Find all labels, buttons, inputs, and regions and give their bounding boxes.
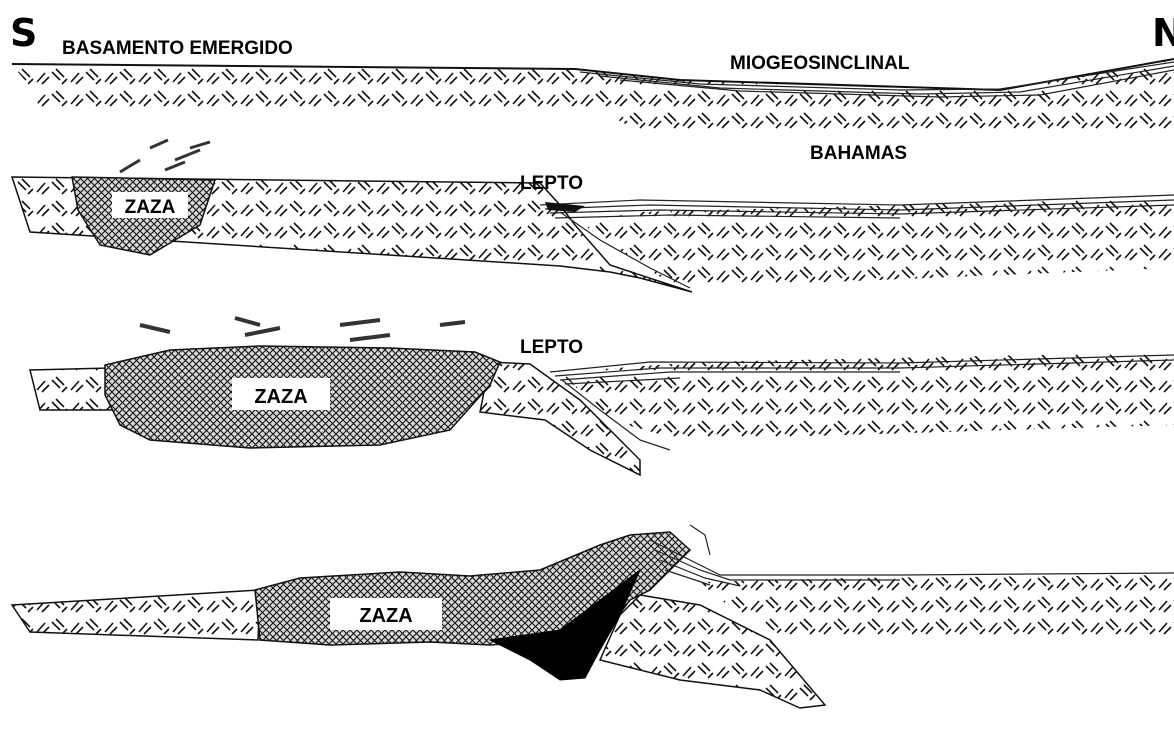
section-1: [12, 59, 1174, 132]
basement-block-2-north: [580, 198, 1174, 288]
basamento-label: BASAMENTO EMERGIDO: [62, 38, 293, 59]
lepto-label-3: LEPTO: [520, 337, 583, 358]
basement-block-3-north: [560, 352, 1174, 440]
basement-block-4-north: [700, 575, 1174, 640]
basement-block-4-south: [12, 590, 260, 640]
north-label: N: [1152, 11, 1174, 55]
south-label: S: [10, 11, 37, 55]
miogeosinclinal-label: MIOGEOSINCLINAL: [730, 53, 910, 74]
volcanic-marks-2: [120, 140, 210, 172]
zaza-label-2: ZAZA: [125, 197, 176, 218]
bahamas-label: BAHAMAS: [810, 143, 907, 164]
section-3: [30, 318, 1174, 475]
zaza-label-4: ZAZA: [359, 605, 412, 627]
lepto-label-2: LEPTO: [520, 173, 583, 194]
section-4: [12, 525, 1174, 708]
zaza-label-3: ZAZA: [254, 386, 307, 408]
volcanic-marks-3: [140, 318, 465, 340]
